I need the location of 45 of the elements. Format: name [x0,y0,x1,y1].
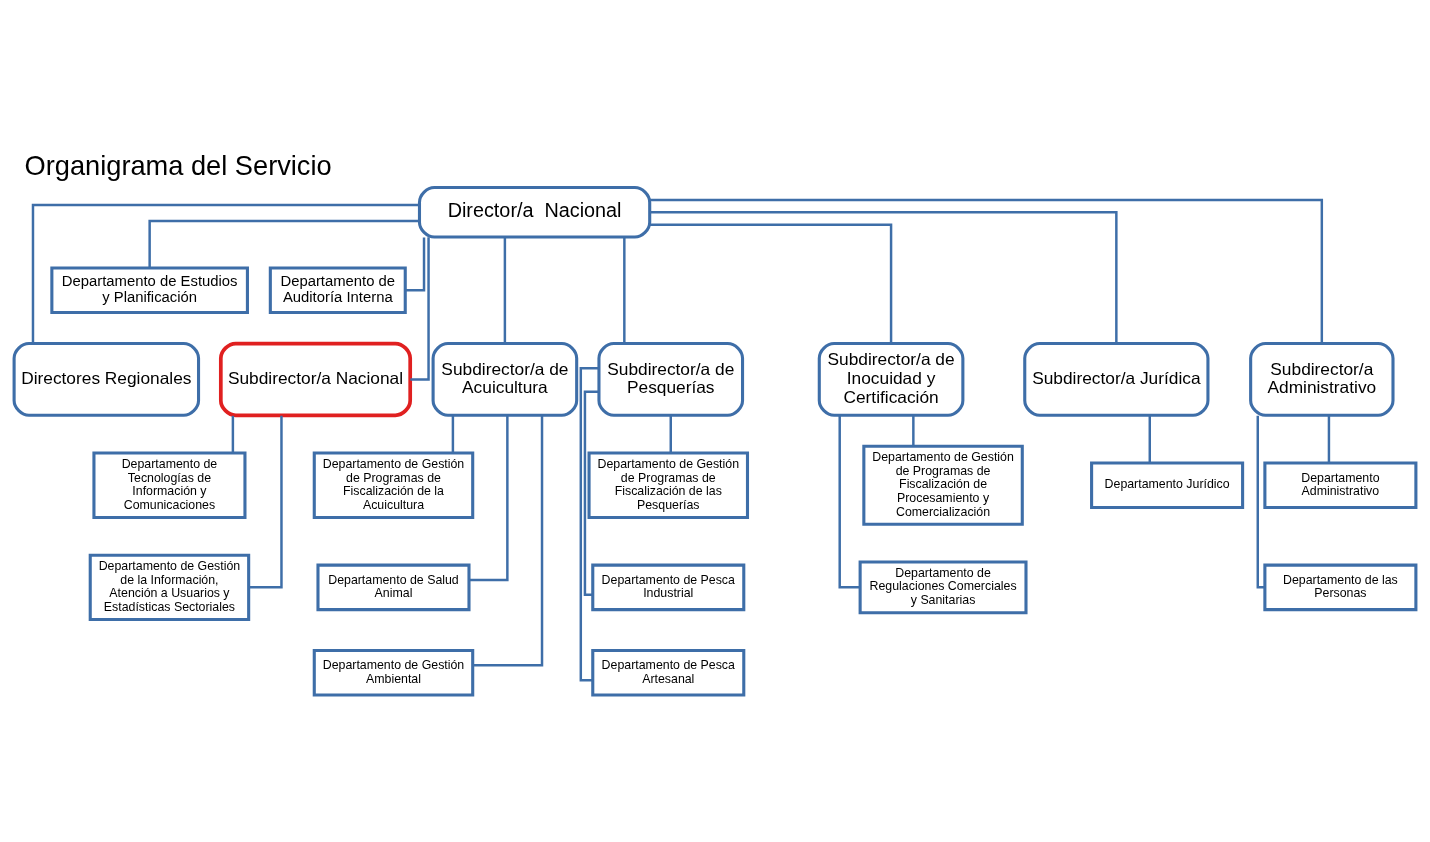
node-box: Departamento de Pesca Artesanal [591,648,746,697]
connector [1148,415,1151,463]
node-box: Directores Regionales [12,341,201,417]
connector [912,415,915,446]
connector [669,415,672,453]
connector [473,415,544,667]
connector [249,415,283,589]
connector [649,198,1324,343]
node-box: Departamento de Auditoría Interna [268,265,407,314]
connector [583,390,599,596]
node-box: Departamento de Estudios y Planificación [50,265,249,314]
node-box: Departamento de Salud Animal [316,563,471,611]
node-box: Departamento de Tecnologías de Información y Comunicaciones [92,451,247,519]
connector [579,366,599,681]
connector [469,415,509,581]
node-box: Departamento de Gestión de la Información, Atención a Usuarios y Estadísticas Sectoriales [88,553,251,621]
connector [503,236,507,343]
connector [31,203,420,343]
node-box: Departamento de Regulaciones Comerciales y Sanitarias [858,559,1028,614]
node-box: Departamento de Gestión de Programas de Fiscalización de la Acuicultura [312,451,475,519]
connector [231,415,235,453]
node-box: Departamento Administrativo [1263,460,1418,509]
node-box: Departamento de Gestión de Programas de Fiscalización de Procesamiento y Comercialización [862,444,1024,526]
connector [623,236,626,343]
node-box: Subdirector/a de Inocuidad y Certificación [817,341,965,417]
node-box: Director/a Nacional [417,185,652,239]
node-box: Departamento de Gestión de Programas de Fiscalización de las Pesquerías [587,451,750,519]
node-box: Subdirector/a Administrativo [1249,341,1395,417]
node-box: Departamento de Pesca Industrial [591,563,746,611]
connector [649,210,1118,343]
node-box: Subdirector/a Nacional [218,341,413,417]
diagram-title: Organigrama del Servicio [24,149,332,181]
connector [649,222,893,343]
connector [148,219,420,268]
node-box: Subdirector/a de Acuicultura [431,341,579,417]
node-box: Departamento de Gestión Ambiental [312,648,475,697]
connector [1327,415,1331,463]
node-box: Departamento Jurídico [1090,460,1245,509]
node-box: Subdirector/a Jurídica [1023,341,1210,417]
node-box: Subdirector/a de Pesquerías [597,341,745,417]
connector [410,236,430,381]
connector [451,415,455,453]
connector [1256,415,1265,589]
connector [405,236,426,292]
node-box: Departamento de las Personas [1263,563,1418,611]
